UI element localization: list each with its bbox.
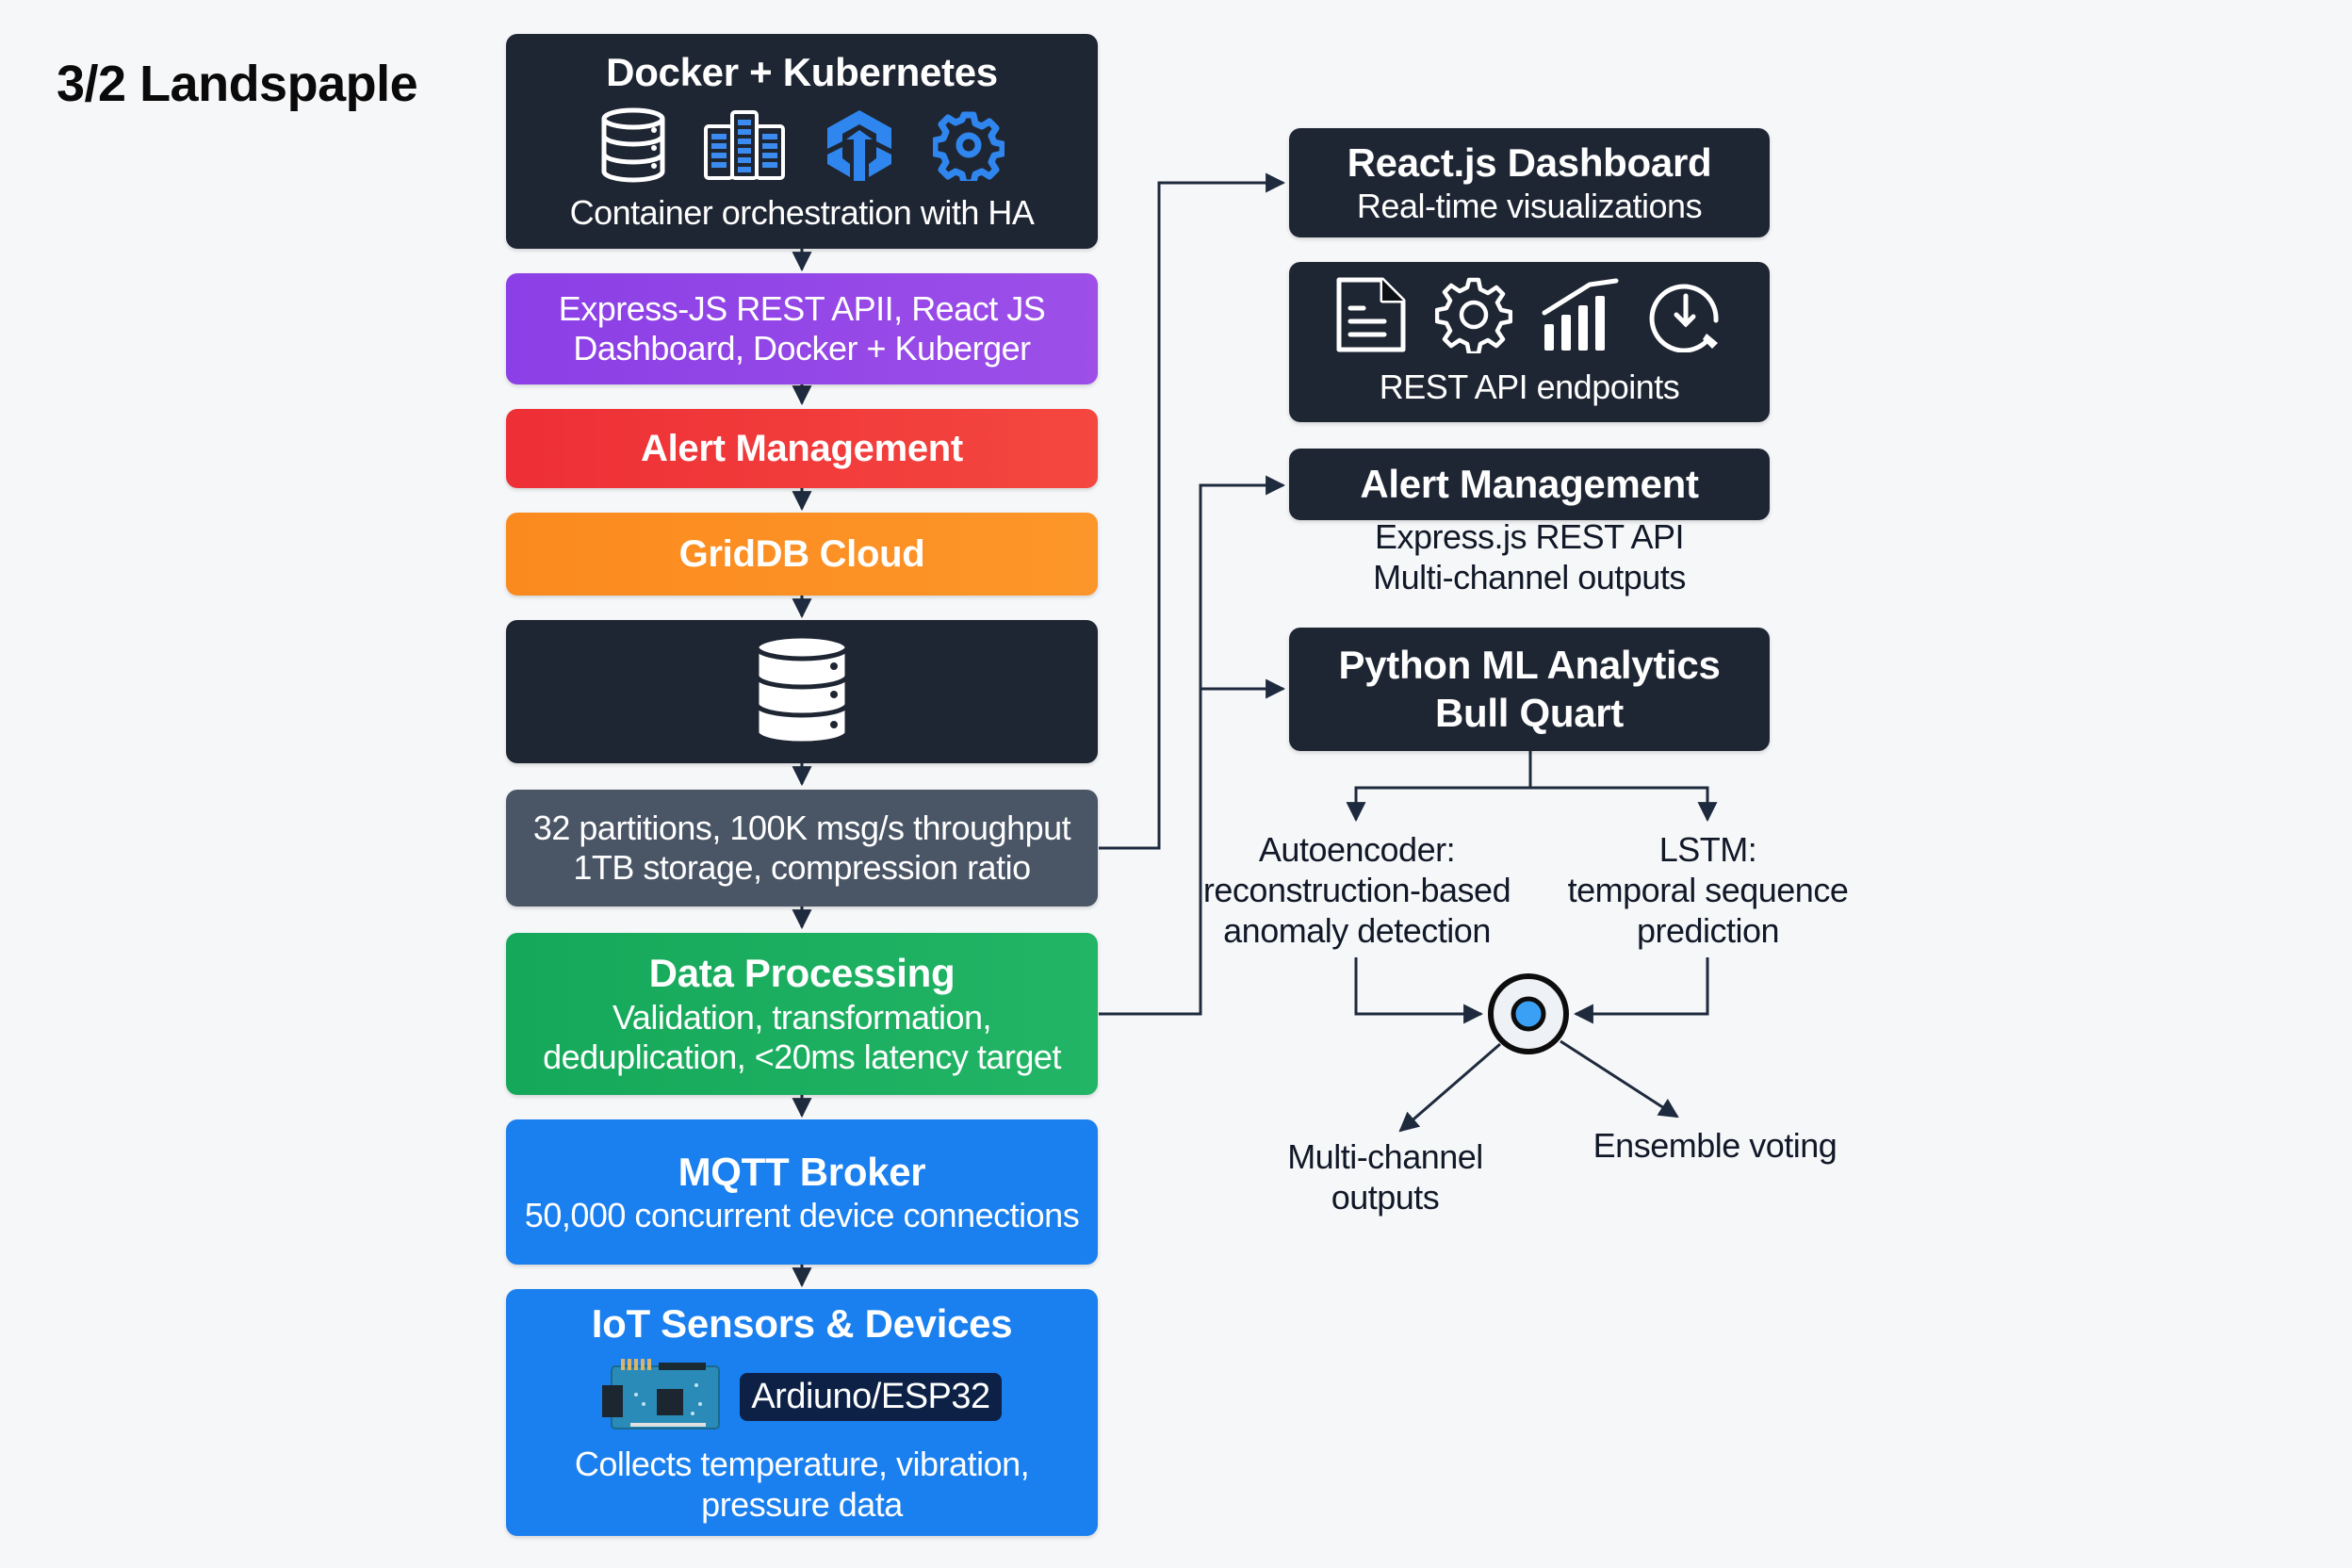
ensemble-hub-icon [1488, 973, 1569, 1054]
react-dashboard-subtitle: Real-time visualizations [1356, 186, 1703, 225]
docker-kubernetes-box[interactable]: Docker + Kubernetes Conta [506, 34, 1098, 249]
right-alert-management-heading: Alert Management [1360, 461, 1699, 506]
autoencoder-line1: Autoencoder: [1258, 830, 1456, 869]
kubernetes-icon [822, 107, 897, 188]
python-ml-line1: Python ML Analytics [1338, 643, 1721, 688]
griddb-cloud-box[interactable]: GridDB Cloud [506, 513, 1098, 596]
page-title: 3/2 Landspaple [57, 56, 418, 112]
react-dashboard-heading: React.js Dashboard [1347, 139, 1712, 185]
database-icon [599, 107, 667, 188]
lstm-line1: LSTM: [1658, 830, 1757, 869]
express-api-line2: Dashboard, Docker + Kuberger [573, 329, 1031, 368]
rest-api-box[interactable]: REST API endpoints [1289, 262, 1770, 422]
iot-sensors-box[interactable]: IoT Sensors & Devices Ardiuno/ESP32 Coll… [506, 1289, 1098, 1536]
connector-ml-split-right [1530, 786, 1718, 823]
database-box[interactable] [506, 620, 1098, 763]
data-processing-line2: deduplication, <20ms latency target [543, 1037, 1061, 1077]
express-api-box[interactable]: Express-JS REST APII, React JS Dashboard… [506, 273, 1098, 384]
board-label: Ardiuno/ESP32 [740, 1373, 1002, 1422]
connector-lstm-to-hub [1573, 957, 1709, 1024]
docker-kubernetes-subtitle: Container orchestration with HA [569, 193, 1035, 233]
right-alert-line1: Express.js REST API [1375, 517, 1684, 556]
gear-icon [1434, 276, 1513, 358]
python-ml-box[interactable]: Python ML Analytics Bull Quart [1289, 628, 1770, 751]
autoencoder-label: Autoencoder: reconstruction-based anomal… [1197, 829, 1517, 952]
data-processing-heading: Data Processing [648, 951, 956, 996]
multichannel-outputs-line2: outputs [1331, 1178, 1440, 1217]
lstm-line2: temporal sequence [1567, 871, 1849, 910]
connector-storage-to-react [1099, 172, 1286, 850]
connector-hub-to-outputs [1398, 1042, 1501, 1133]
document-icon [1335, 276, 1407, 358]
bar-chart-icon [1541, 277, 1620, 357]
multichannel-outputs-line1: Multi-channel [1287, 1137, 1483, 1176]
mqtt-broker-subtitle: 50,000 concurrent device connections [524, 1195, 1080, 1234]
express-api-line1: Express-JS REST APII, React JS [558, 288, 1046, 328]
connector-hub-to-ensemble [1560, 1039, 1679, 1119]
python-ml-line2: Bull Quart [1434, 690, 1624, 735]
alert-management-box[interactable]: Alert Management [506, 409, 1098, 488]
alert-management-heading: Alert Management [641, 428, 963, 469]
data-processing-line1: Validation, transformation, [612, 997, 992, 1037]
right-alert-details: Express.js REST API Multi-channel output… [1289, 516, 1770, 597]
storage-stats-line1: 32 partitions, 100K msg/s throughput [532, 808, 1071, 847]
ensemble-voting-label: Ensemble voting [1592, 1126, 1838, 1165]
data-processing-box[interactable]: Data Processing Validation, transformati… [506, 933, 1098, 1095]
docker-kubernetes-heading: Docker + Kubernetes [606, 50, 998, 95]
multichannel-outputs-label: Multi-channel outputs [1253, 1136, 1517, 1217]
autoencoder-line2: reconstruction-based [1202, 871, 1511, 910]
circuit-board-icon [602, 1357, 723, 1437]
lstm-label: LSTM: temporal sequence prediction [1555, 829, 1861, 952]
storage-stats-line2: 1TB storage, compression ratio [573, 848, 1031, 887]
connector-ml-split [1346, 751, 1532, 823]
lstm-line3: prediction [1636, 911, 1780, 951]
server-rack-icon [703, 109, 786, 186]
gear-icon [931, 109, 1006, 187]
griddb-cloud-heading: GridDB Cloud [678, 533, 925, 575]
mqtt-broker-box[interactable]: MQTT Broker 50,000 concurrent device con… [506, 1119, 1098, 1265]
iot-sensors-line2: pressure data [701, 1484, 903, 1524]
iot-sensors-line1: Collects temperature, vibration, [574, 1445, 1030, 1484]
autoencoder-line3: anomaly detection [1223, 911, 1491, 951]
storage-stats-box[interactable]: 32 partitions, 100K msg/s throughput 1TB… [506, 790, 1098, 906]
connector-processing-to-alert [1099, 475, 1286, 1016]
iot-sensors-heading: IoT Sensors & Devices [591, 1300, 1013, 1346]
react-dashboard-box[interactable]: React.js Dashboard Real-time visualizati… [1289, 128, 1770, 237]
mqtt-broker-heading: MQTT Broker [678, 1149, 926, 1194]
rest-api-caption: REST API endpoints [1379, 368, 1680, 407]
right-alert-management-box[interactable]: Alert Management [1289, 449, 1770, 520]
download-clock-icon [1648, 277, 1723, 357]
database-icon [753, 633, 851, 750]
right-alert-line2: Multi-channel outputs [1373, 558, 1686, 597]
connector-autoencoder-to-hub [1354, 957, 1484, 1024]
